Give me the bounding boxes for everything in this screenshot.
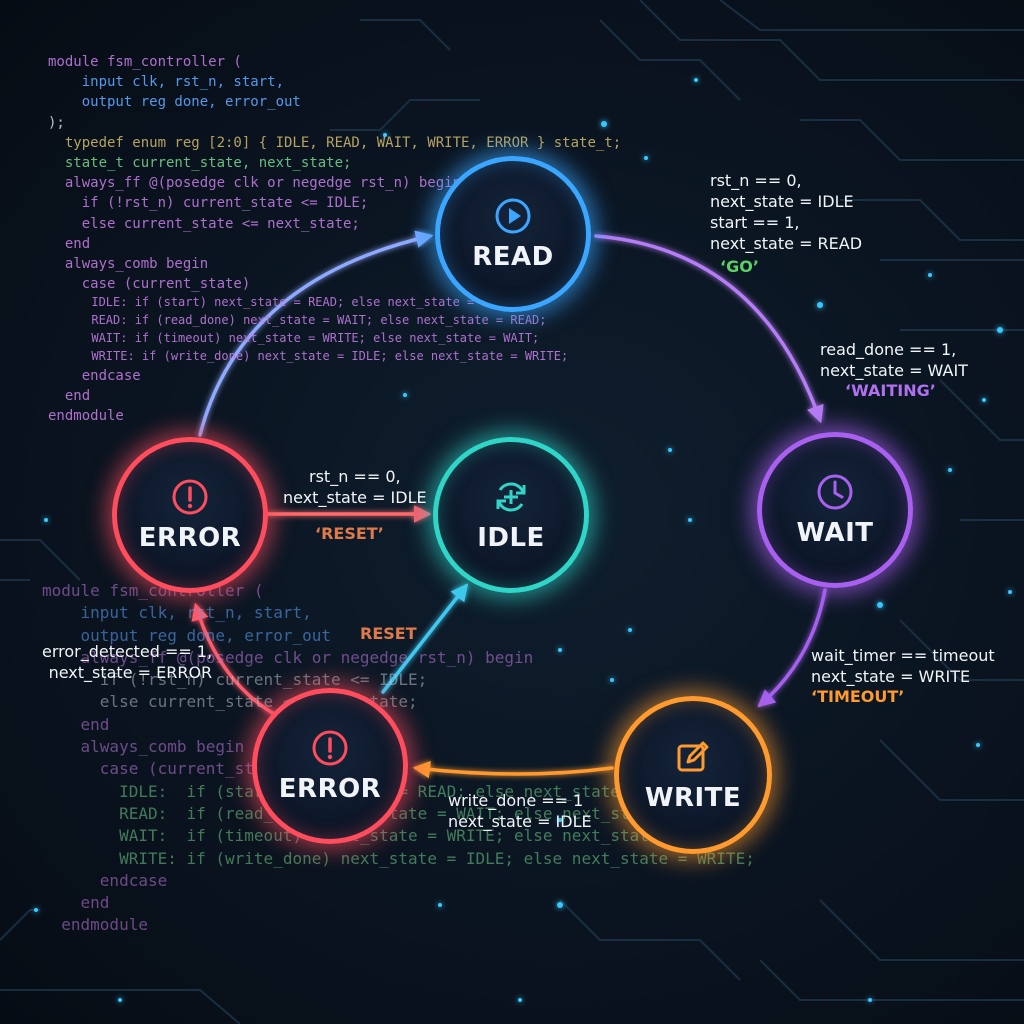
glow-dots <box>34 78 1012 1002</box>
code-line: WRITE: if (write_done) next_state = IDLE… <box>42 848 755 868</box>
code-line: end <box>42 714 110 734</box>
transition-label-go: rst_n == 0, next_state = IDLE start == 1… <box>710 171 863 253</box>
state-wait: WAIT <box>757 432 913 588</box>
alert-icon <box>312 730 348 766</box>
transition-label-wait-to-write: wait_timer == timeout next_state = WRITE <box>811 646 995 686</box>
code-listing-bottom: module fsm_controller ( input clk, rst_n… <box>42 580 755 937</box>
arrow-error-bottom-to-error <box>191 602 276 716</box>
code-line: WRITE: if (write_done) next_state = IDLE… <box>48 348 569 363</box>
code-line: input clk, rst_n, start, <box>42 603 312 623</box>
arrow-wait-to-write <box>757 588 827 708</box>
transition-tag-waiting: ‘WAITING’ <box>845 381 936 400</box>
arrow-error-bottom-to-idle <box>381 583 469 694</box>
transition-label-reset: rst_n == 0, next_state = IDLE <box>283 467 427 507</box>
code-line: end <box>42 893 110 913</box>
arrow-write-to-error <box>412 760 614 779</box>
code-line: output reg done, error_out <box>48 94 301 111</box>
transition-tag-go: ‘GO’ <box>720 257 759 276</box>
code-line: WAIT: if (timeout) next_state = WRITE; e… <box>48 331 540 346</box>
transition-label-error-detected: error_detected == 1, next_state = ERROR <box>42 642 213 682</box>
code-line: end <box>48 387 91 404</box>
code-line: else current_state <= next_state; <box>48 215 360 232</box>
state-label: ERROR <box>138 523 242 553</box>
code-line: READ: if (read_done) next_state = WAIT; … <box>48 313 547 328</box>
code-line: module fsm_controller ( <box>48 54 242 70</box>
code-line: typedef enum reg [2:0] { IDLE, READ, WAI… <box>48 134 622 151</box>
alert-icon <box>172 479 208 515</box>
code-line: ); <box>48 114 65 131</box>
state-label: WRITE <box>644 783 742 813</box>
state-label: WAIT <box>796 518 874 548</box>
transition-label-write-done: write_done == 1 next_state = IDLE <box>448 791 592 831</box>
state-idle: IDLE <box>433 437 589 593</box>
code-line: IDLE: if (start) next_state = READ; else… <box>48 295 518 310</box>
play-icon <box>495 198 531 234</box>
transition-tag-timeout: ‘TIMEOUT’ <box>811 687 905 706</box>
transition-tag-reset-bottom: RESET <box>360 624 417 643</box>
arrow-error-to-read <box>198 230 434 437</box>
code-line: endmodule <box>42 915 148 935</box>
state-label: READ <box>472 242 554 272</box>
edit-icon <box>677 741 709 772</box>
code-line: always_ff @(posedge clk or negedge rst_n… <box>48 175 462 192</box>
code-line: endcase <box>42 870 168 890</box>
clock-icon <box>817 474 853 510</box>
transition-label-read-to-wait: read_done == 1, next_state = WAIT <box>820 340 968 380</box>
state-read: READ <box>435 156 591 312</box>
code-line: always_ff @(posedge clk or negedge rst_n… <box>42 647 534 667</box>
transition-arrows <box>191 230 827 779</box>
state-error-left: ERROR <box>112 437 268 593</box>
state-label: IDLE <box>477 523 545 553</box>
refresh-plus-icon <box>496 482 526 512</box>
code-line: always_comb begin <box>42 737 245 757</box>
code-line: input clk, rst_n, start, <box>48 74 285 91</box>
state-label: ERROR <box>278 774 382 804</box>
code-listing-top: module fsm_controller ( input clk, rst_n… <box>48 52 621 426</box>
code-line: always_comb begin <box>48 256 209 273</box>
arrow-read-to-wait <box>594 234 824 424</box>
code-line: output reg done, error_out <box>42 625 331 645</box>
state-write: WRITE <box>614 696 772 854</box>
code-line: module fsm_controller ( <box>42 581 264 600</box>
code-line: if (!rst_n) current_state <= IDLE; <box>42 670 428 690</box>
code-line: endcase <box>48 367 141 384</box>
code-line: if (!rst_n) current_state <= IDLE; <box>48 195 369 212</box>
code-line: state_t current_state, next_state; <box>48 155 352 172</box>
code-line: end <box>48 235 91 252</box>
code-line: endmodule <box>48 408 124 425</box>
code-line: case (current_state) <box>48 276 251 293</box>
transition-tag-reset: ‘RESET’ <box>315 524 384 543</box>
state-error-bottom: ERROR <box>252 688 408 844</box>
